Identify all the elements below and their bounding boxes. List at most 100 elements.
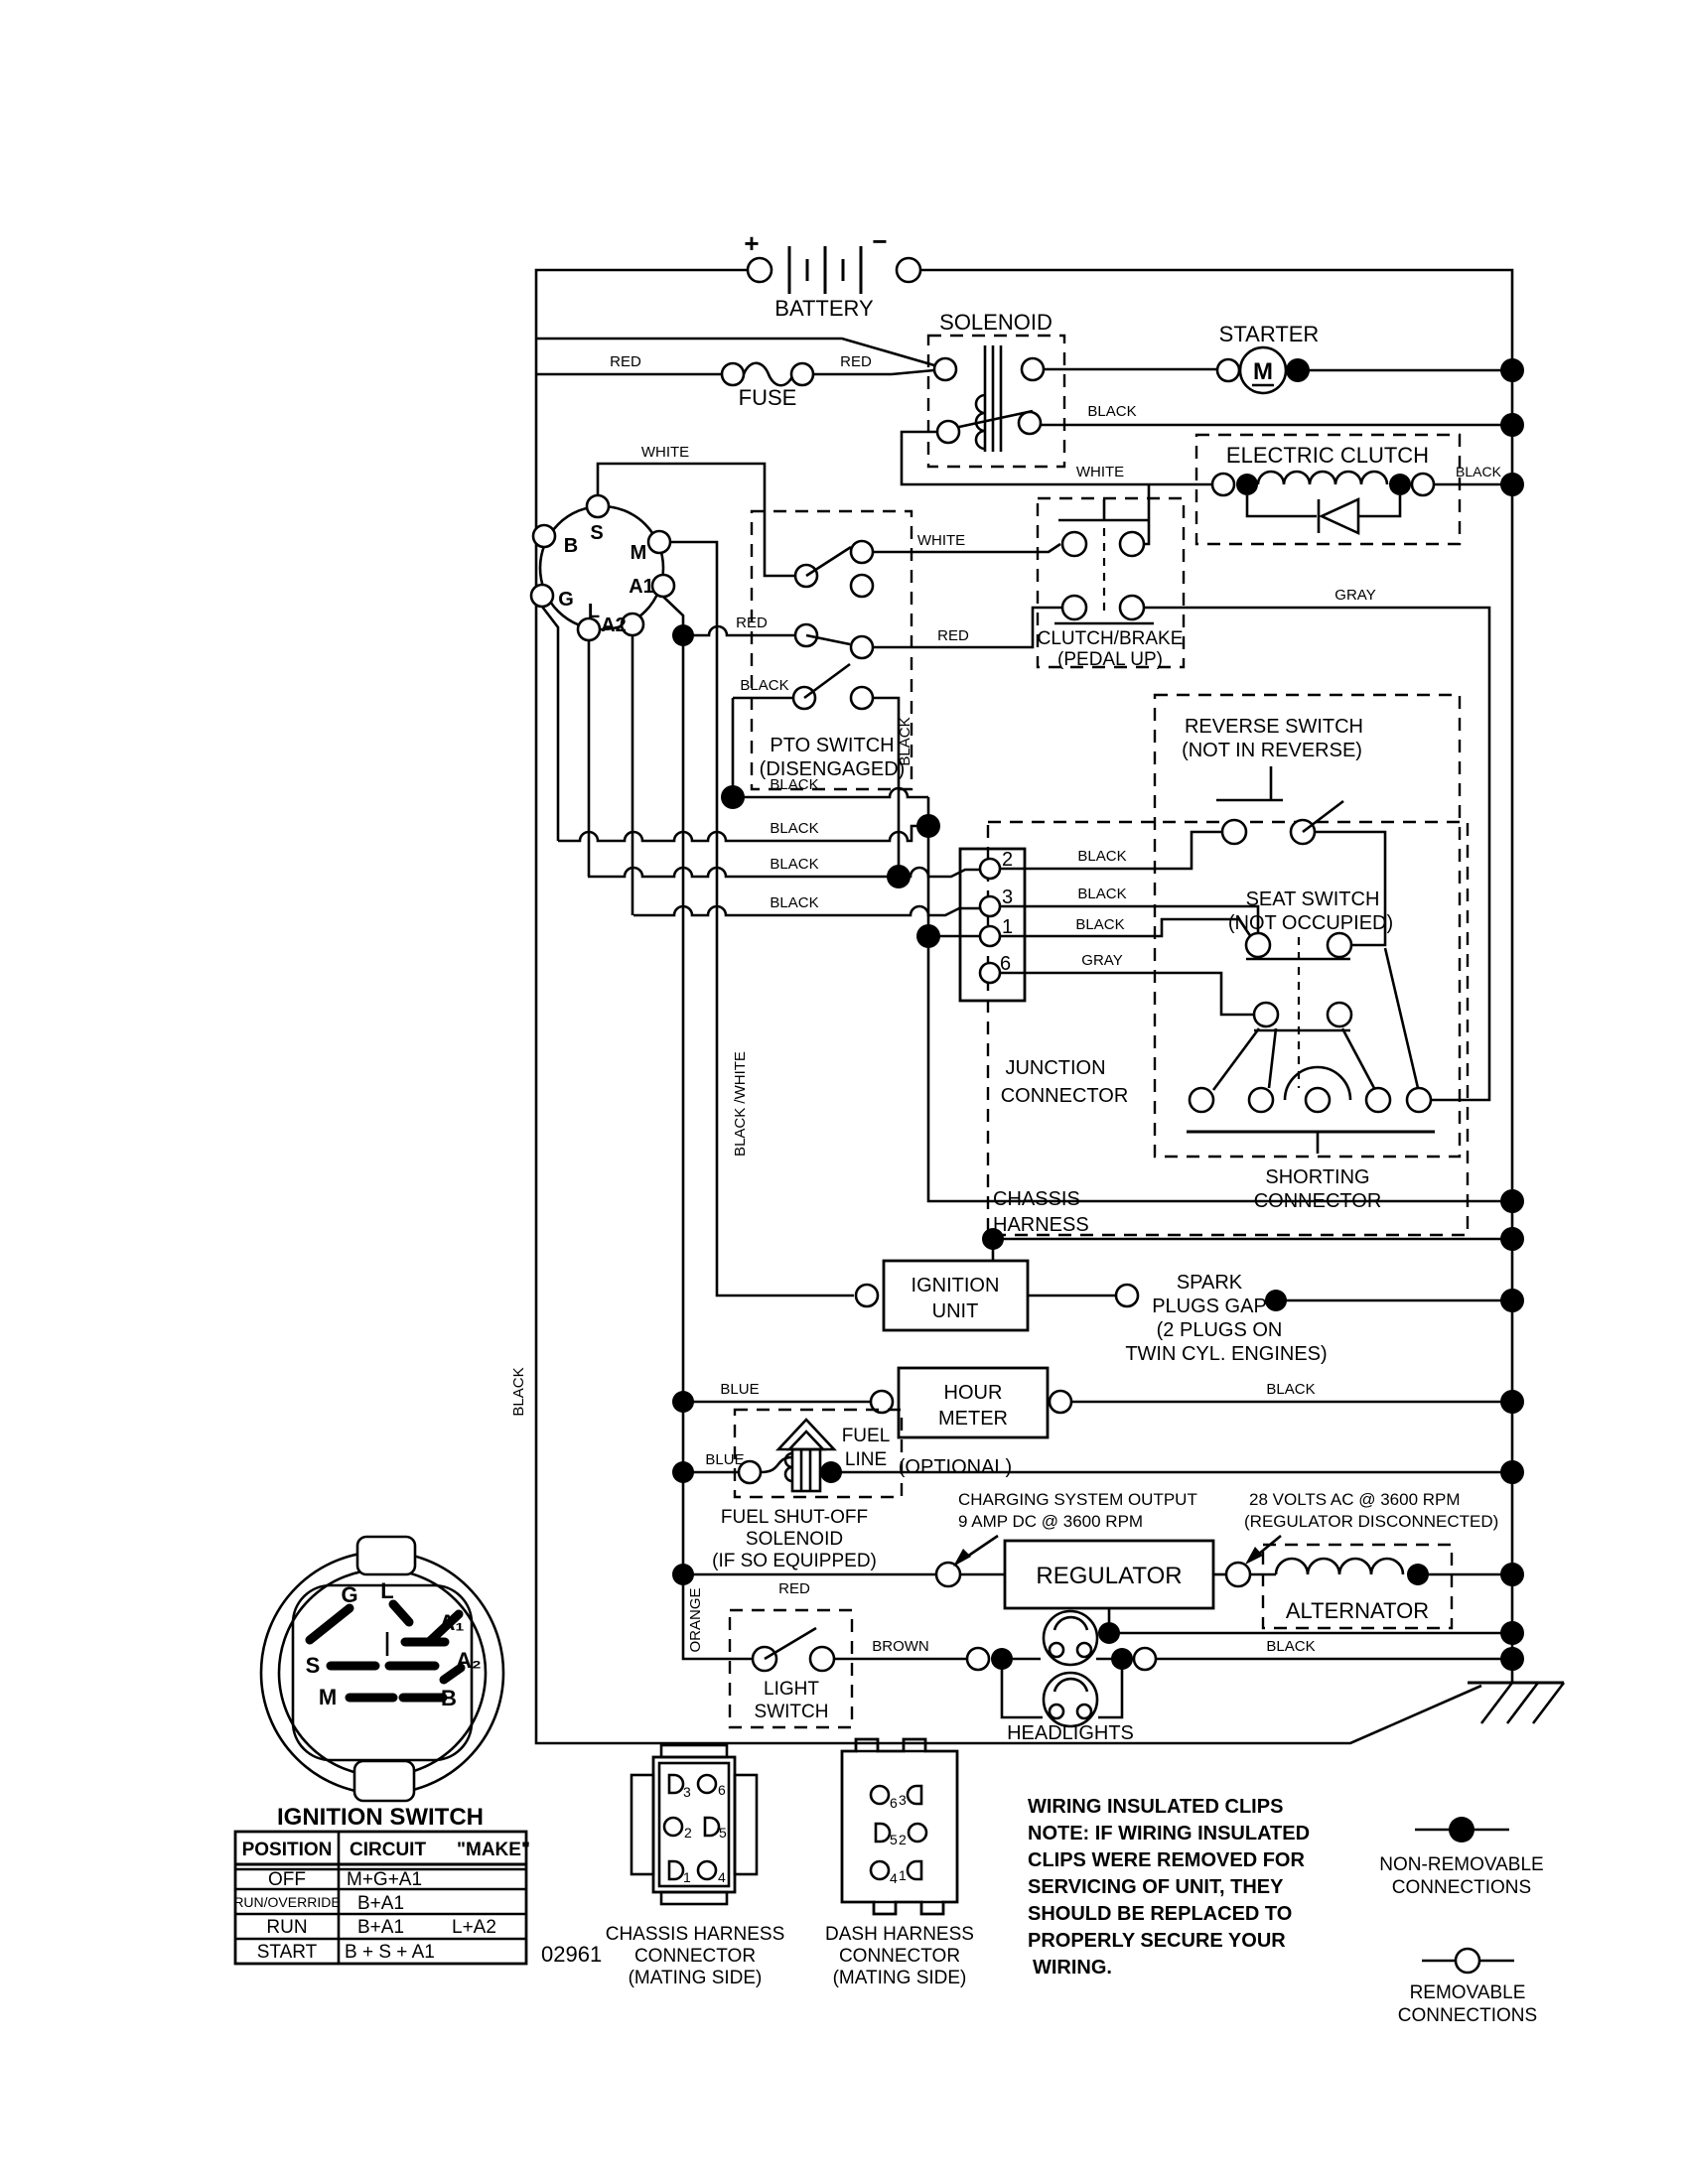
shorting-label: SHORTING — [1265, 1166, 1369, 1188]
if-so-equipped-label: (IF SO EQUIPPED) — [712, 1551, 877, 1571]
wire-label-blue: BLUE — [720, 1381, 759, 1398]
wire-label-black: BLACK — [1456, 464, 1502, 479]
chassis-connector-label-3: (MATING SIDE) — [629, 1968, 763, 1988]
electric-clutch: ELECTRIC CLUTCH BLACK — [1194, 433, 1512, 546]
note-line-4: SERVICING OF UNIT, THEY — [1028, 1876, 1284, 1898]
line-label: LINE — [845, 1449, 887, 1470]
non-removable-connection-dots — [672, 358, 1524, 1671]
chassis-harness-connector: 3 6 2 5 1 4 CHASSIS HARNESS CONNECTOR (M… — [606, 1743, 785, 1988]
wire-label-red: RED — [610, 353, 641, 370]
junction-label: JUNCTION — [1005, 1057, 1105, 1079]
chassis-pin-3: 3 — [683, 1784, 691, 1800]
pto-label: PTO SWITCH — [770, 735, 894, 756]
headlights: BLACK HEADLIGHTS — [965, 1609, 1512, 1744]
dash-pin-1: 1 — [899, 1867, 907, 1883]
ignition-switch-face: G L A₁ A₂ S M B IGNITION SWITCH — [259, 1535, 505, 1831]
ignition-unit: IGNITION UNIT SPARK PLUGS GAP (2 PLUGS O… — [854, 1237, 1512, 1365]
wire-label-white: WHITE — [917, 532, 965, 549]
wire-label-black: BLACK — [1077, 886, 1126, 902]
note-line-2: NOTE: IF WIRING INSULATED — [1028, 1823, 1310, 1844]
optional-label: (OPTIONAL) — [899, 1456, 1012, 1478]
ground-icon — [1468, 1681, 1566, 1724]
two-plugs-label: (2 PLUGS ON — [1157, 1319, 1283, 1341]
table-header-position: POSITION — [242, 1840, 333, 1860]
legend-non-removable-label-2: CONNECTIONS — [1392, 1877, 1531, 1898]
ignition-label: IGNITION — [912, 1275, 1000, 1297]
wire-label-black: BLACK — [770, 856, 818, 873]
regulator-label: REGULATOR — [1036, 1563, 1182, 1589]
fuel-shut-off-solenoid: FUEL LINE BLUE FUEL SHUT-OFF SOLENOID (I… — [683, 1408, 1512, 1571]
terminal-l: L — [588, 601, 600, 622]
chassis-pin-2: 2 — [684, 1825, 692, 1841]
chassis-connector-label-2: CONNECTOR — [634, 1946, 756, 1967]
battery-minus: − — [872, 226, 887, 256]
electric-clutch-label: ELECTRIC CLUTCH — [1226, 443, 1429, 468]
pto-switch: WHITE RED RED BLACK PTO SWITCH (DISENGAG… — [683, 509, 1062, 877]
wire-label-black: BLACK — [1075, 916, 1124, 933]
dash-harness-connector: 6 3 5 2 4 1 DASH HARNESS CONNECTOR (MATI… — [825, 1737, 974, 1988]
note-line-6: PROPERLY SECURE YOUR — [1028, 1930, 1286, 1952]
charging-output-label-2: 9 AMP DC @ 3600 RPM — [958, 1512, 1143, 1531]
legend-removable: REMOVABLE CONNECTIONS — [1398, 1947, 1537, 2026]
regulator-alternator: RED REGULATOR ALTERNATOR CHARGING SYSTEM… — [683, 1490, 1512, 1635]
battery: + − BATTERY — [744, 226, 922, 321]
wire-label-red: RED — [736, 614, 768, 631]
note-line-5: SHOULD BE REPLACED TO — [1028, 1903, 1292, 1925]
fuse-label: FUSE — [739, 385, 797, 410]
starter-solenoid: SOLENOID — [926, 310, 1066, 469]
junction-connector: 2 3 1 6 JUNCTION CONNECTOR BLACK BLACK B… — [958, 830, 1260, 1107]
terminal-a2: A2 — [601, 614, 627, 636]
reverse-switch: REVERSE SWITCH (NOT IN REVERSE) — [1182, 716, 1387, 947]
battery-plus: + — [744, 228, 759, 258]
chassis-harness-boundary: CHASSIS HARNESS — [986, 693, 1470, 1237]
chassis-label: CHASSIS — [993, 1188, 1080, 1210]
table-row-run-make: B+A1 — [357, 1917, 404, 1938]
face-terminal-a1: A₁ — [440, 1610, 465, 1635]
hour-meter: HOUR METER BLUE BLACK (OPTIONAL) — [683, 1366, 1512, 1478]
reverse-switch-label: REVERSE SWITCH — [1185, 716, 1363, 738]
wiring-clips-note: WIRING INSULATED CLIPS NOTE: IF WIRING I… — [1028, 1796, 1310, 1979]
clutch-brake-label: CLUTCH/BRAKE — [1038, 628, 1184, 649]
wire-label-gray: GRAY — [1334, 587, 1375, 604]
wire-label-brown: BROWN — [872, 1638, 929, 1655]
wire-label-black-vertical: BLACK — [897, 717, 913, 765]
disengaged-label: (DISENGAGED) — [760, 758, 906, 780]
note-line-3: CLIPS WERE REMOVED FOR — [1028, 1849, 1305, 1871]
terminal-g: G — [558, 589, 574, 611]
legend-non-removable: NON-REMOVABLE CONNECTIONS — [1379, 1817, 1544, 1898]
harness-label: HARNESS — [993, 1214, 1089, 1236]
not-in-reverse-label: (NOT IN REVERSE) — [1182, 740, 1362, 761]
table-row-run-make2: L+A2 — [452, 1917, 496, 1938]
terminal-a1: A1 — [629, 576, 654, 598]
wire-label-white: WHITE — [1076, 464, 1124, 480]
face-terminal-g: G — [341, 1582, 357, 1607]
junction-pin-2: 2 — [1002, 849, 1013, 871]
volts-label-1: 28 VOLTS AC @ 3600 RPM — [1249, 1490, 1461, 1509]
diagram-code: 02961 — [541, 1942, 602, 1967]
ignition-switch-connector: S B M A1 G A2 L WHITE — [529, 444, 854, 1661]
fuel-label: FUEL — [842, 1426, 891, 1446]
wire-label-black: BLACK — [770, 894, 818, 911]
starter-motor: STARTER M — [1215, 322, 1319, 395]
wire-label-black: BLACK — [770, 776, 818, 793]
terminal-m: M — [631, 542, 647, 564]
seat-switch: SEAT SWITCH (NOT OCCUPIED) — [1211, 888, 1420, 1091]
shorting-connector-label: CONNECTOR — [1254, 1190, 1382, 1212]
table-row-start-make: B + S + A1 — [345, 1942, 435, 1963]
terminal-s: S — [590, 522, 603, 544]
face-terminal-s: S — [306, 1653, 321, 1678]
wire-label-red: RED — [778, 1580, 810, 1597]
dash-connector-label-3: (MATING SIDE) — [833, 1968, 967, 1988]
table-header-circuit: CIRCUIT — [350, 1840, 426, 1860]
wire-label-black: BLACK — [1266, 1381, 1315, 1398]
chassis-connector-label-1: CHASSIS HARNESS — [606, 1924, 785, 1945]
spark-label: SPARK — [1177, 1272, 1243, 1294]
not-occupied-label: (NOT OCCUPIED) — [1228, 912, 1393, 934]
chassis-pin-4: 4 — [718, 1869, 726, 1885]
legend-removable-label-1: REMOVABLE — [1410, 1982, 1526, 2003]
junction-pin-3: 3 — [1002, 887, 1013, 908]
fuel-solenoid-label: SOLENOID — [746, 1529, 843, 1550]
volts-label-2: (REGULATOR DISCONNECTED) — [1244, 1512, 1498, 1531]
